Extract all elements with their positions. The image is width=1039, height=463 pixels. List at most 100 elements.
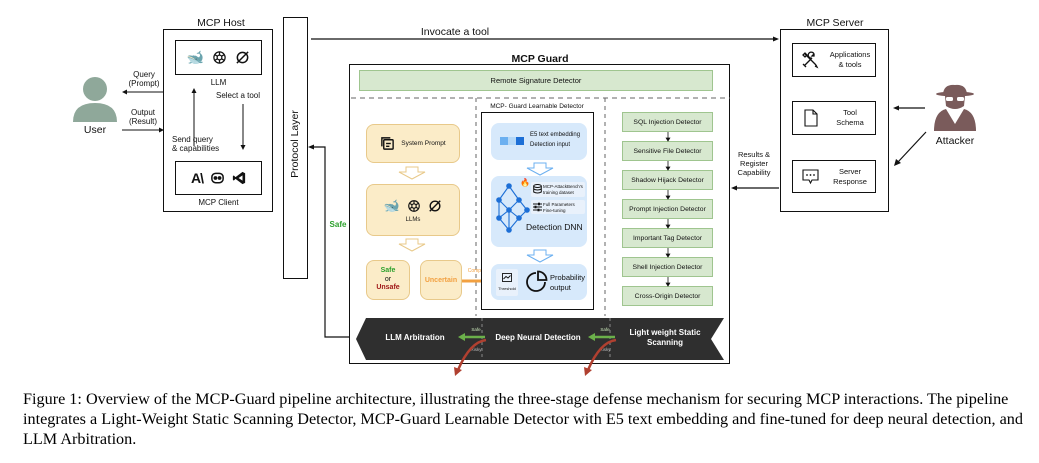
stage-static-scanning-line1: Light weight Static: [629, 328, 701, 337]
tool-schema-line2: Schema: [836, 118, 864, 127]
dataset-panel: MCP-AttackBench's training dataset: [531, 182, 585, 197]
finetune-line1: Full Parameters: [543, 202, 575, 207]
applications-line1: Applications: [829, 50, 871, 59]
results-line1: Results &: [737, 150, 771, 159]
send-query-label: Send query & capabilities: [172, 135, 220, 153]
applications-tools-box: Applications & tools: [792, 43, 876, 77]
results-arrow: [731, 185, 779, 191]
static-chain-arrows: [665, 132, 671, 287]
output-result-label: Output (Result): [128, 108, 157, 126]
unsafe-verdict: Unsafe: [376, 284, 400, 292]
embedding-line1: E5 text embedding: [530, 132, 581, 138]
grok-icon: [236, 51, 249, 64]
compare-label: Compare: [467, 268, 489, 274]
safe-unsafe-box: Safe or Unsafe: [366, 260, 410, 300]
protocol-layer-label: Protocol Layer: [289, 110, 301, 178]
openai-icon: [408, 199, 420, 212]
safe-return-arrow: [308, 144, 353, 338]
probability-box: Threshold Probability output: [491, 264, 587, 300]
learnable-detector-title: MCP- Guard Learnable Detector: [490, 103, 584, 110]
threshold-label: Threshold: [498, 286, 516, 291]
invocate-tool-label: Invocate a tool: [420, 26, 490, 38]
safe-verdict: Safe: [380, 267, 396, 275]
openai-icon: [213, 51, 226, 64]
server-response-line2: Response: [833, 177, 867, 186]
safe-return-label: Safe: [329, 220, 347, 229]
flow-arrow-4: [526, 249, 554, 263]
llms-box: 🐋 LLMs: [366, 184, 460, 236]
finetune-panel: Full Parameters Fine-tuning: [531, 200, 585, 214]
probability-line2: output: [550, 283, 571, 292]
llms-label: LLMs: [405, 216, 421, 223]
or-text: or: [384, 275, 392, 283]
pipeline-banner: [356, 318, 724, 360]
remote-signature-detector: Remote Signature Detector: [359, 70, 713, 91]
embedding-box: E5 text embedding Detection input: [491, 123, 587, 160]
threshold-panel: Threshold: [496, 269, 518, 296]
risky-label-2: Risky: [599, 347, 611, 352]
pie-chart-icon: [526, 270, 548, 292]
user-label: User: [83, 124, 107, 136]
system-prompt-label: System Prompt: [401, 140, 446, 147]
safe-arrow-1: [458, 333, 485, 341]
send-query-arrow: [191, 88, 197, 146]
mcp-server-title: MCP Server: [806, 17, 864, 29]
deepseek-icon: 🐋: [383, 197, 401, 213]
dataset-line2: training dataset: [543, 190, 574, 195]
tools-icon: [802, 51, 819, 69]
safe-label-2: Safe: [600, 327, 610, 332]
finetune-line2: Fine-tuning: [543, 207, 566, 213]
sliders-icon: [533, 202, 542, 212]
tool-schema-line1: Tool: [843, 108, 857, 117]
embedding-icon: [500, 137, 524, 145]
llm-box: 🐋: [175, 40, 262, 75]
results-line2: Register: [740, 159, 768, 168]
figure-caption: Figure 1: Overview of the MCP-Guard pipe…: [23, 390, 1023, 448]
output-arrow: [122, 127, 164, 133]
probability-line1: Probability: [550, 273, 586, 282]
risky-arrow-2: [584, 338, 617, 376]
fire-icon: 🔥: [520, 178, 530, 187]
mcp-guard-title: MCP Guard: [511, 53, 569, 65]
server-response-line1: Server: [838, 167, 862, 176]
system-prompt-box: System Prompt: [366, 124, 460, 163]
neural-network-icon: [496, 183, 530, 233]
document-stack-icon: [381, 137, 395, 150]
static-detector: Shell Injection Detector: [622, 257, 713, 277]
results-line3: Capability: [737, 168, 771, 177]
stage-deep-neural-detection: Deep Neural Detection: [495, 333, 581, 342]
file-icon: [804, 109, 818, 127]
select-tool-arrow: [240, 104, 246, 150]
chat-bubble-icon: [802, 169, 819, 185]
flow-arrow-3: [526, 162, 554, 176]
mcp-client-label: MCP Client: [198, 198, 239, 207]
user-icon: [73, 77, 117, 122]
stage-dividers: [351, 97, 730, 316]
invocate-tool-arrow: [311, 36, 779, 42]
llm-label: LLM: [210, 78, 227, 87]
database-icon: [533, 184, 542, 194]
static-detector: Cross-Origin Detector: [622, 286, 713, 306]
chart-icon: [502, 273, 512, 282]
dataset-line1: MCP-AttackBench's: [543, 184, 583, 189]
server-response-box: Server Response: [792, 160, 876, 193]
embedding-line2: Detection input: [530, 142, 571, 148]
attacker-schema-arrow: [893, 105, 925, 111]
uncertain-box: Uncertain: [420, 260, 462, 300]
vscode-icon: [232, 171, 246, 185]
tool-schema-box: Tool Schema: [792, 101, 876, 135]
risky-arrow-1: [454, 338, 487, 376]
flow-arrow-1: [398, 166, 426, 180]
applications-line2: & tools: [838, 60, 862, 69]
uncertain-verdict: Uncertain: [424, 276, 458, 284]
detection-dnn-box: 🔥 MCP-AttackBench's training dataset Ful…: [491, 176, 587, 247]
select-tool-label: Select a tool: [215, 91, 261, 100]
grok-icon: [429, 199, 441, 212]
deepseek-icon: 🐋: [186, 49, 205, 65]
query-arrow: [122, 89, 163, 95]
anthropic-icon: A\: [191, 170, 204, 186]
safe-arrow-2: [588, 333, 615, 341]
static-detector: Sensitive File Detector: [622, 141, 713, 161]
detection-dnn-label: Detection DNN: [526, 222, 583, 232]
safe-label-1: Safe: [471, 327, 481, 332]
